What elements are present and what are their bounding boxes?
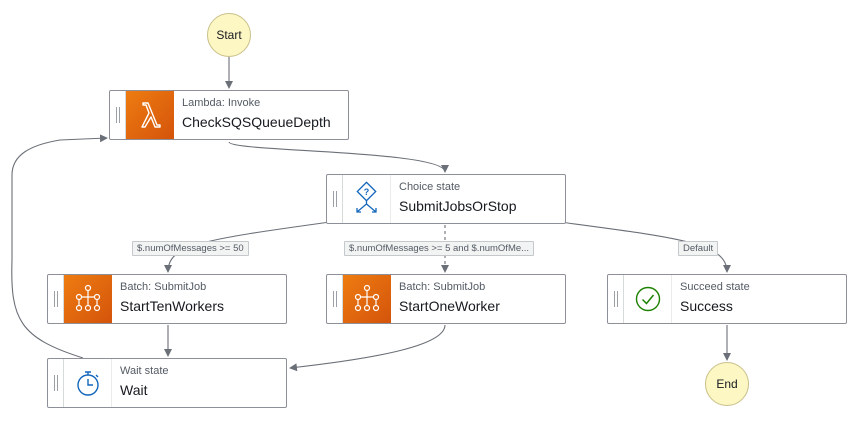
start-label: Start (216, 28, 242, 42)
state-name-label: CheckSQSQueueDepth (182, 114, 331, 130)
edge-label-ten-condition[interactable]: $.numOfMessages >= 50 (132, 241, 249, 256)
state-submit-jobs-or-stop[interactable]: ? Choice state SubmitJobsOrStop (326, 174, 566, 224)
state-name-label: StartTenWorkers (120, 298, 224, 314)
drag-handle[interactable] (48, 359, 64, 407)
state-start-ten-workers[interactable]: Batch: SubmitJob StartTenWorkers (47, 274, 287, 324)
drag-handle[interactable] (608, 275, 624, 323)
state-success[interactable]: Succeed state Success (607, 274, 847, 324)
state-type-label: Choice state (399, 181, 461, 193)
state-type-label: Wait state (120, 365, 169, 377)
batch-icon (343, 275, 391, 323)
edge-label-one-condition[interactable]: $.numOfMessages >= 5 and $.numOfMe... (344, 241, 535, 256)
state-name-label: StartOneWorker (399, 298, 500, 314)
edge-one-to-wait (289, 324, 446, 372)
state-type-label: Succeed state (680, 281, 750, 293)
drag-handle[interactable] (48, 275, 64, 323)
choice-icon: ? (343, 175, 391, 223)
state-start-one-worker[interactable]: Batch: SubmitJob StartOneWorker (326, 274, 566, 324)
check-circle-icon (624, 275, 672, 323)
state-wait[interactable]: Wait state Wait (47, 358, 287, 408)
state-type-label: Lambda: Invoke (182, 97, 261, 109)
edge-wait-to-check (11, 134, 108, 359)
stopwatch-icon (64, 359, 112, 407)
drag-handle[interactable] (327, 175, 343, 223)
state-name-label: Wait (120, 382, 148, 398)
state-name-label: SubmitJobsOrStop (399, 198, 517, 214)
state-type-label: Batch: SubmitJob (399, 281, 486, 293)
edge-check-to-choice (228, 141, 449, 173)
start-node[interactable]: Start (207, 13, 251, 57)
state-type-label: Batch: SubmitJob (120, 281, 207, 293)
end-node[interactable]: End (705, 362, 749, 406)
batch-icon (64, 275, 112, 323)
end-label: End (716, 377, 738, 391)
drag-handle[interactable] (327, 275, 343, 323)
state-name-label: Success (680, 298, 733, 314)
drag-handle[interactable] (110, 91, 126, 139)
state-check-sqs-queue-depth[interactable]: Lambda: Invoke CheckSQSQueueDepth (109, 90, 349, 140)
lambda-icon (126, 91, 174, 139)
svg-text:?: ? (363, 187, 369, 197)
edge-label-default[interactable]: Default (678, 241, 719, 256)
